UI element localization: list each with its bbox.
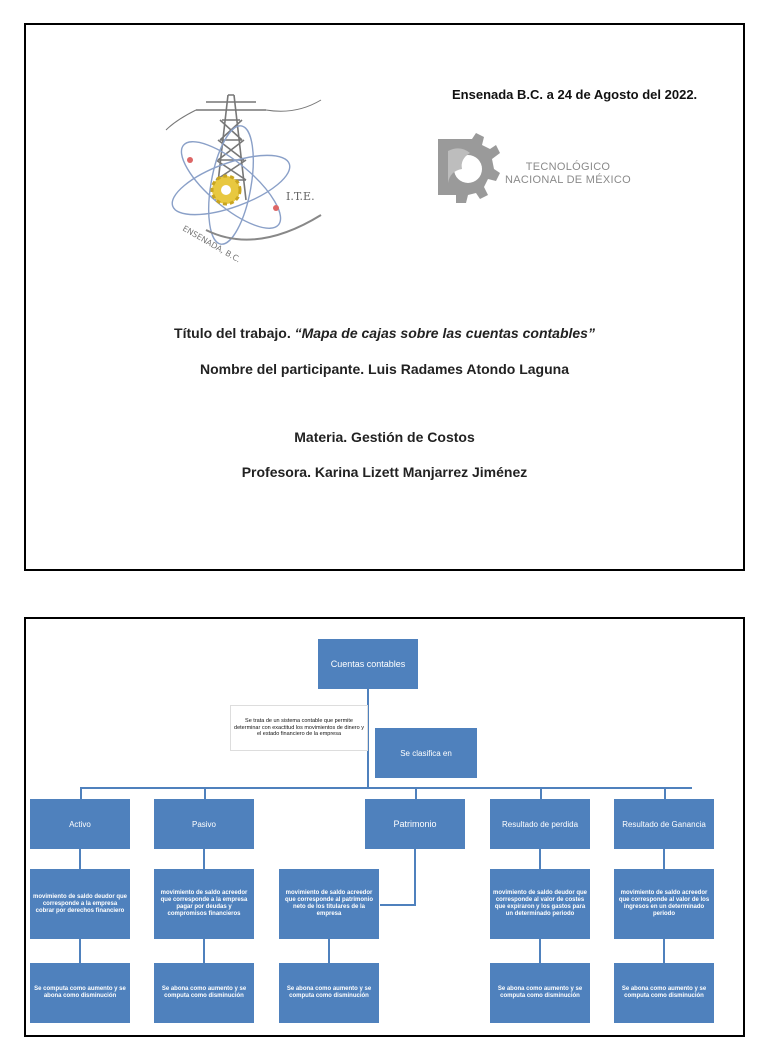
conn-ganancia-desc	[663, 849, 665, 869]
category-activo: Activo	[30, 799, 130, 849]
conn-activo-desc	[79, 849, 81, 869]
ite-logo: ENSENADA, B.C. I.T.E.	[146, 80, 336, 265]
category-patrimonio: Patrimonio	[365, 799, 465, 849]
drop-4	[540, 787, 542, 799]
tecnm-line1: TECNOLÓGICO	[498, 161, 638, 174]
desc-pasivo: movimiento de saldo acreedor que corresp…	[154, 869, 254, 939]
diagram-page: Cuentas contables Se trata de un sistema…	[24, 617, 745, 1037]
rule-perdida: Se abona como aumento y se computa como …	[490, 963, 590, 1023]
ite-logo-text: I.T.E.	[286, 190, 315, 203]
category-ganancia: Resultado de Ganancia	[614, 799, 714, 849]
desc-activo: movimiento de saldo deudor que correspon…	[30, 869, 130, 939]
rule-ganancia: Se abona como aumento y se computa como …	[614, 963, 714, 1023]
participant-line: Nombre del participante. Luis Radames At…	[26, 361, 743, 377]
conn-pasivo-rule	[203, 939, 205, 963]
desc-ganancia: movimiento de saldo acreedor que corresp…	[614, 869, 714, 939]
tecnm-gear-icon	[430, 129, 500, 224]
conn-patrimonio-rule	[328, 939, 330, 963]
tecnm-logo-text: TECNOLÓGICO NACIONAL DE MÉXICO	[498, 161, 638, 187]
desc-perdida: movimiento de saldo deudor que correspon…	[490, 869, 590, 939]
tecnm-logo: TECNOLÓGICO NACIONAL DE MÉXICO	[430, 129, 640, 224]
rule-patrimonio: Se abona como aumento y se computa como …	[279, 963, 379, 1023]
conn-perdida-desc	[539, 849, 541, 869]
category-bus	[80, 787, 692, 789]
conn-patrimonio-horiz	[380, 904, 416, 906]
category-perdida: Resultado de perdida	[490, 799, 590, 849]
ite-logo-graphic: ENSENADA, B.C. I.T.E.	[146, 80, 336, 265]
definition-note: Se trata de un sistema contable que perm…	[230, 705, 368, 751]
desc-patrimonio: movimiento de saldo acreedor que corresp…	[279, 869, 379, 939]
title-line: Título del trabajo. “Mapa de cajas sobre…	[26, 325, 743, 341]
drop-1	[80, 787, 82, 799]
title-label: Título del trabajo.	[174, 325, 295, 341]
cover-page: Ensenada B.C. a 24 de Agosto del 2022.	[24, 23, 745, 571]
conn-ganancia-rule	[663, 939, 665, 963]
rule-activo: Se computa como aumento y se abona como …	[30, 963, 130, 1023]
drop-5	[664, 787, 666, 799]
conn-pasivo-desc	[203, 849, 205, 869]
tecnm-line2: NACIONAL DE MÉXICO	[498, 174, 638, 187]
root-box: Cuentas contables	[318, 639, 418, 689]
conn-perdida-rule	[539, 939, 541, 963]
title-value: “Mapa de cajas sobre las cuentas contabl…	[295, 325, 595, 341]
date-line: Ensenada B.C. a 24 de Agosto del 2022.	[452, 87, 712, 102]
conn-patrimonio-vert	[414, 849, 416, 906]
drop-3	[415, 787, 417, 799]
ite-logo-arc-text: ENSENADA, B.C.	[181, 224, 242, 264]
rule-pasivo: Se abona como aumento y se computa como …	[154, 963, 254, 1023]
category-pasivo: Pasivo	[154, 799, 254, 849]
conn-activo-rule	[79, 939, 81, 963]
drop-2	[204, 787, 206, 799]
classify-box: Se clasifica en	[375, 728, 477, 778]
teacher-line: Profesora. Karina Lizett Manjarrez Jimén…	[26, 464, 743, 480]
subject-line: Materia. Gestión de Costos	[26, 429, 743, 445]
